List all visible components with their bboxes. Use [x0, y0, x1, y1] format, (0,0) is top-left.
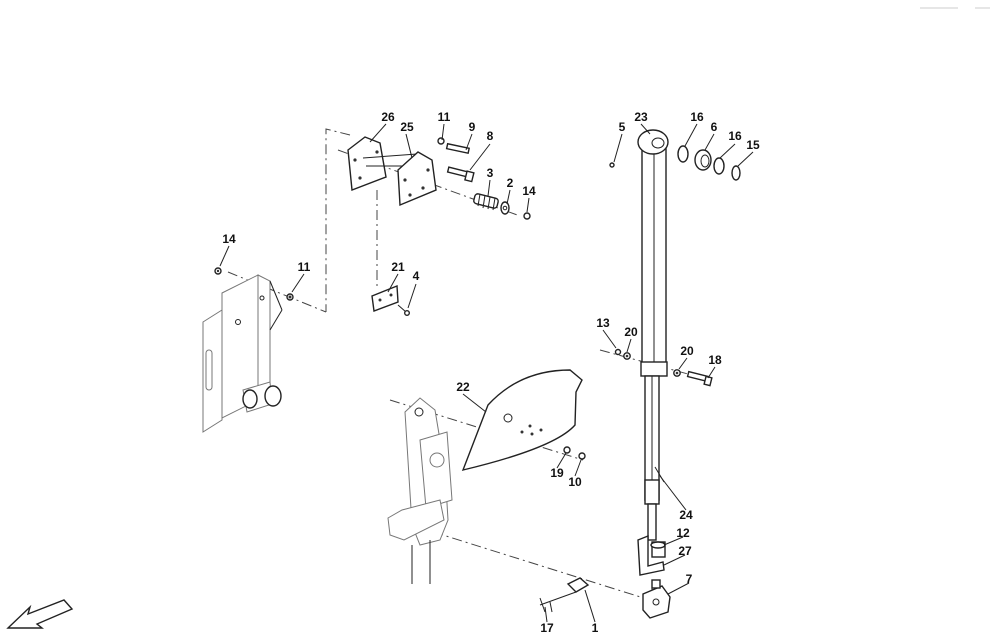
rod-lower — [644, 375, 665, 541]
callout-number: 20 — [680, 344, 694, 358]
callout-number: 17 — [540, 621, 554, 635]
callout-number: 22 — [456, 380, 470, 394]
left-mounting-bracket — [202, 274, 283, 433]
callout-number: 19 — [550, 466, 564, 480]
bracket-27 — [637, 534, 666, 576]
callout-number: 12 — [676, 526, 690, 540]
callout-number: 18 — [708, 353, 722, 367]
callout-number: 9 — [469, 120, 476, 134]
callout-number: 27 — [678, 544, 692, 558]
callout-number: 8 — [487, 129, 494, 143]
small-hardware-left — [214, 267, 294, 301]
pin-5 — [609, 162, 615, 168]
callout-number: 11 — [298, 260, 311, 274]
spring-3 — [473, 193, 531, 220]
callout-number: 4 — [413, 269, 420, 283]
callout-number: 13 — [596, 316, 610, 330]
cam-plate-22 — [461, 369, 586, 471]
callout-number: 14 — [222, 232, 236, 246]
callout-number: 1 — [592, 621, 599, 635]
hardware-13-20-18 — [614, 348, 713, 387]
callout-number: 6 — [711, 120, 718, 134]
lower-frame — [387, 397, 453, 584]
callout-number: 24 — [679, 508, 693, 522]
callout-number: 15 — [746, 138, 760, 152]
callout-number: 2 — [507, 176, 514, 190]
callout-number: 26 — [381, 110, 395, 124]
callout-number: 7 — [686, 572, 693, 586]
callout-number: 20 — [624, 325, 638, 339]
direction-arrow-icon — [6, 599, 74, 629]
callout-number: 16 — [728, 129, 742, 143]
bolts-9-8 — [437, 137, 475, 183]
callout-number: 25 — [400, 120, 414, 134]
callout-number: 21 — [391, 260, 405, 274]
part-1-17 — [539, 577, 590, 613]
alignment-lines — [227, 128, 711, 601]
plate-26 — [347, 136, 430, 191]
plate-21 — [371, 284, 411, 317]
plate-25 — [397, 151, 437, 207]
callout-number: 23 — [634, 110, 648, 124]
leader-lines — [219, 123, 754, 623]
callout-number: 16 — [690, 110, 704, 124]
rod-upper-tube — [637, 129, 669, 377]
callout-number: 14 — [522, 184, 536, 198]
callout-number: 11 — [438, 110, 451, 124]
clevis-7 — [642, 579, 671, 619]
callout-number: 3 — [487, 166, 494, 180]
bearing-rings — [677, 145, 741, 181]
callout-number: 10 — [568, 475, 582, 489]
callout-number: 5 — [619, 120, 626, 134]
